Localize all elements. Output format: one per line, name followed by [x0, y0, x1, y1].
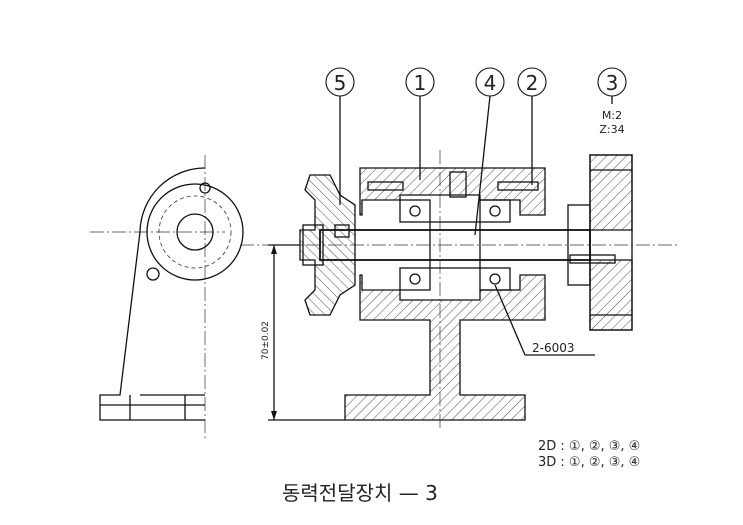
balloon-3: 3	[597, 67, 627, 97]
scope-2d: 2D : ①, ②, ③, ④	[538, 439, 640, 454]
svg-text:70±0.02: 70±0.02	[261, 321, 271, 360]
balloon-2: 2	[517, 67, 547, 97]
bearings	[399, 199, 511, 291]
gear-teeth: Z:34	[599, 123, 624, 136]
bolt	[497, 181, 539, 191]
spur-gear	[567, 154, 633, 331]
svg-text:1: 1	[414, 71, 427, 95]
scope-3d: 3D : ①, ②, ③, ④	[538, 455, 640, 470]
bearing-label: 2-6003	[532, 341, 575, 355]
housing	[344, 167, 546, 421]
svg-text:5: 5	[334, 71, 347, 95]
side-view	[90, 155, 244, 440]
drawing-title: 동력전달장치 — 3	[282, 481, 438, 505]
balloon-1: 1	[405, 67, 435, 97]
leader-lines	[339, 95, 613, 356]
svg-text:3: 3	[606, 71, 619, 95]
svg-text:4: 4	[484, 71, 497, 95]
height-dimension: 70±0.02	[261, 244, 345, 421]
balloon-4: 4	[475, 67, 505, 97]
svg-text:2: 2	[526, 71, 539, 95]
balloon-5: 5	[325, 67, 355, 97]
pulley	[299, 174, 356, 316]
gear-module: M:2	[602, 109, 622, 122]
bolt	[367, 181, 404, 191]
